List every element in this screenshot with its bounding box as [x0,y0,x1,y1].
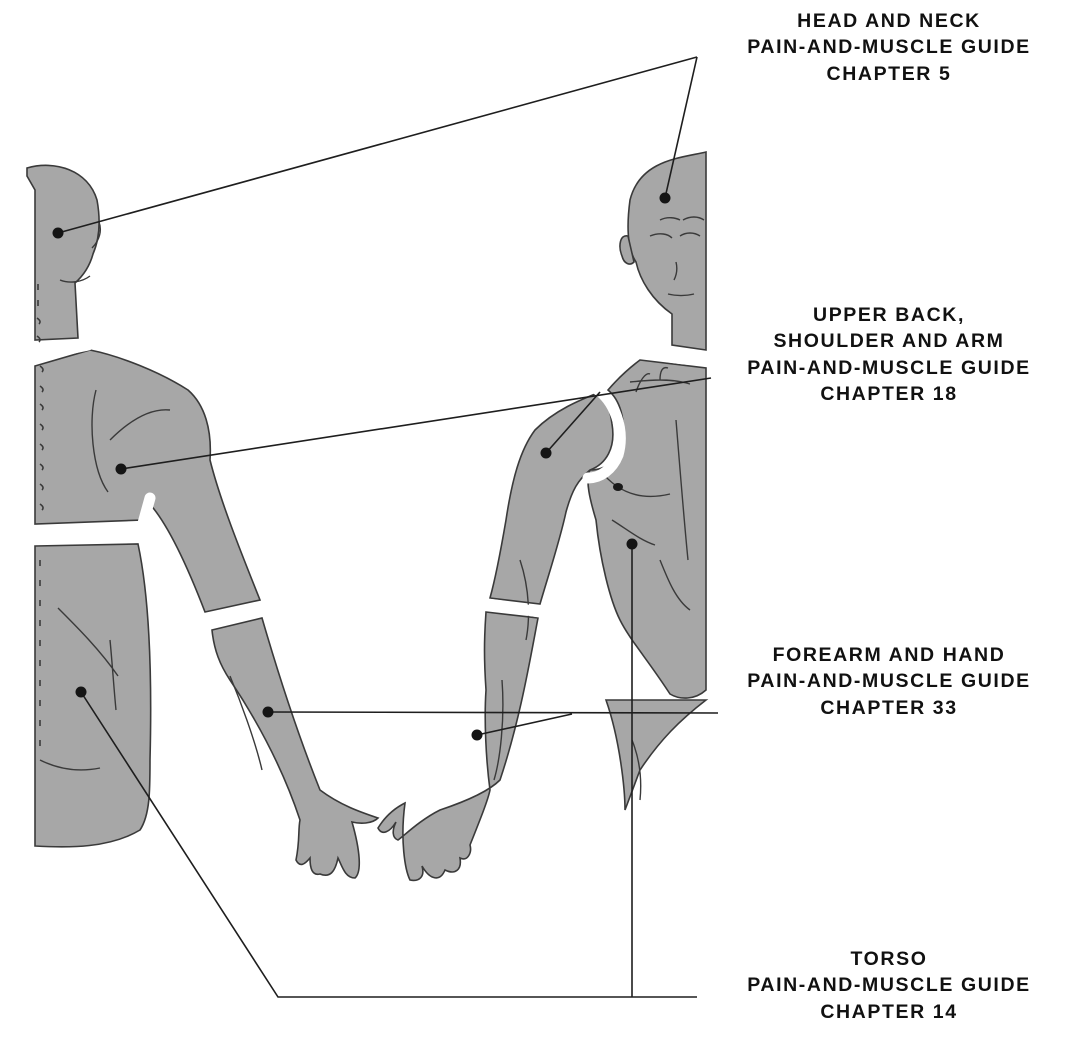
back-head-shape [27,165,99,340]
forearm-hand-label-line-1: FOREARM AND HAND [700,642,1078,668]
torso-leader-back [81,692,697,997]
head-neck-label: HEAD AND NECK PAIN-AND-MUSCLE GUIDE CHAP… [700,8,1078,87]
forearm-marker-front [472,730,483,741]
head-leader-back [58,57,697,233]
torso-label-line-3: CHAPTER 14 [700,999,1078,1025]
upper-marker-back [116,464,127,475]
torso-label-line-1: TORSO [700,946,1078,972]
torso-label: TORSO PAIN-AND-MUSCLE GUIDE CHAPTER 14 [700,946,1078,1025]
upper-back-label: UPPER BACK, SHOULDER AND ARM PAIN-AND-MU… [700,302,1078,407]
upper-marker-front [541,448,552,459]
head-neck-label-line-2: PAIN-AND-MUSCLE GUIDE [700,34,1078,60]
forearm-hand-label: FOREARM AND HAND PAIN-AND-MUSCLE GUIDE C… [700,642,1078,721]
back-forearm-region [212,618,378,878]
back-view-figure [27,165,378,878]
head-marker-front [660,193,671,204]
head-neck-label-line-1: HEAD AND NECK [700,8,1078,34]
head-neck-label-line-3: CHAPTER 5 [700,61,1078,87]
back-torso-region [35,544,151,847]
front-nipple [613,483,623,491]
front-forearm-region [378,612,538,880]
forearm-leader-back [268,712,718,713]
body-figures [27,152,706,880]
forearm-hand-label-line-2: PAIN-AND-MUSCLE GUIDE [700,668,1078,694]
upper-back-label-line-3: PAIN-AND-MUSCLE GUIDE [700,355,1078,381]
upper-back-label-line-2: SHOULDER AND ARM [700,328,1078,354]
torso-label-line-2: PAIN-AND-MUSCLE GUIDE [700,972,1078,998]
head-marker-back [53,228,64,239]
front-torso-lower [606,700,706,810]
upper-back-label-line-1: UPPER BACK, [700,302,1078,328]
forearm-hand-label-line-3: CHAPTER 33 [700,695,1078,721]
front-head-shape [628,152,706,350]
front-view-figure [378,152,706,880]
upper-back-label-line-4: CHAPTER 18 [700,381,1078,407]
torso-marker-front [627,539,638,550]
forearm-marker-back [263,707,274,718]
torso-marker-back [76,687,87,698]
